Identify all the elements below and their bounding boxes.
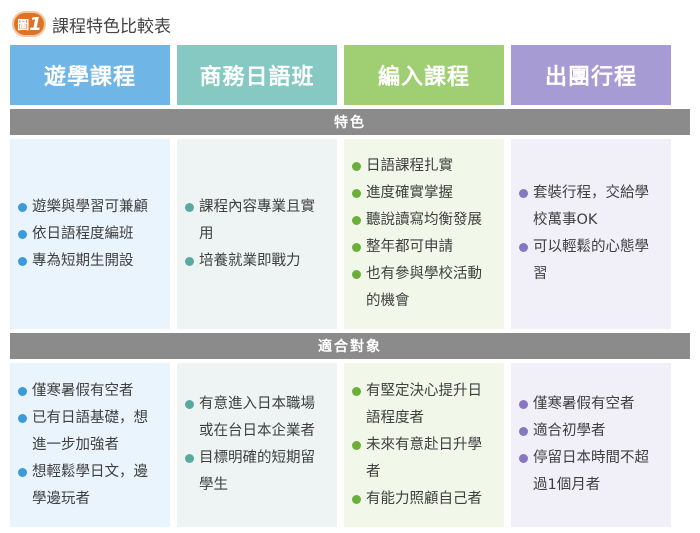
list-item: 已有日語基礎，想進一步加強者 (18, 405, 160, 459)
bullet-icon (352, 216, 361, 225)
list-item: 聽說讀寫均衡發展 (352, 207, 494, 234)
bullet-icon (18, 386, 27, 396)
bullet-icon (352, 440, 361, 450)
bullet-icon (519, 243, 528, 252)
bullet-icon (185, 202, 194, 212)
list-item: 有堅定決心提升日語程度者 (352, 378, 494, 432)
list-item: 遊樂與學習可兼顧 (18, 194, 160, 221)
bullet-icon (185, 256, 194, 266)
list-item: 培養就業即戰力 (185, 248, 327, 275)
list-item: 整年都可申請 (352, 234, 494, 261)
features-cell-business-japanese: 課程內容專業且實用 培養就業即戰力 (177, 139, 337, 329)
list-item: 僅寒暑假有空者 (519, 391, 661, 418)
list-item: 進度確實掌握 (352, 180, 494, 207)
list-item: 可以輕鬆的心態學習 (519, 234, 661, 288)
suitable-cell-group-tour: 僅寒暑假有空者 適合初學者 停留日本時間不超過1個月者 (511, 363, 671, 527)
suitable-cell-business-japanese: 有意進入日本職場或在台日本企業者 目標明確的短期留學生 (177, 363, 337, 527)
list-item: 停留日本時間不超過1個月者 (519, 445, 661, 499)
column-header-enrollment-course: 編入課程 (344, 45, 504, 105)
list-item: 有意進入日本職場或在台日本企業者 (185, 391, 327, 445)
section-band-features: 特色 (10, 109, 690, 135)
column-header-business-japanese: 商務日語班 (177, 45, 337, 105)
list-item: 僅寒暑假有空者 (18, 378, 160, 405)
comparison-table: 遊學課程 商務日語班 編入課程 出團行程 特色 遊樂與學習可兼顧 依日語程度編班… (10, 45, 690, 527)
suitable-cell-study-tour: 僅寒暑假有空者 已有日語基礎，想進一步加強者 想輕鬆學日文，邊學邊玩者 (10, 363, 170, 527)
badge-number: 1 (29, 13, 41, 35)
bullet-icon (352, 162, 361, 171)
bullet-icon (185, 400, 194, 409)
features-cell-study-tour: 遊樂與學習可兼顧 依日語程度編班 專為短期生開設 (10, 139, 170, 329)
bullet-icon (519, 189, 528, 198)
suitable-row: 僅寒暑假有空者 已有日語基礎，想進一步加強者 想輕鬆學日文，邊學邊玩者 有意進入… (10, 363, 690, 527)
bullet-icon (519, 454, 528, 463)
bullet-icon (352, 386, 361, 396)
features-cell-group-tour: 套裝行程，交給學校萬事OK 可以輕鬆的心態學習 (511, 139, 671, 329)
list-item: 也有參與學校活動的機會 (352, 261, 494, 315)
suitable-cell-enrollment-course: 有堅定決心提升日語程度者 未來有意赴日升學者 有能力照顧自己者 (344, 363, 504, 527)
bullet-icon (18, 229, 27, 239)
features-row: 遊樂與學習可兼顧 依日語程度編班 專為短期生開設 課程內容專業且實用 培養就業即… (10, 139, 690, 329)
list-item: 想輕鬆學日文，邊學邊玩者 (18, 459, 160, 513)
bullet-icon (519, 427, 528, 436)
list-item: 套裝行程，交給學校萬事OK (519, 180, 661, 234)
bullet-icon (352, 189, 361, 198)
list-item: 未來有意赴日升學者 (352, 432, 494, 486)
bullet-icon (18, 256, 27, 266)
bullet-icon (185, 454, 194, 463)
list-item: 課程內容專業且實用 (185, 194, 327, 248)
bullet-icon (18, 202, 27, 212)
header-row: 遊學課程 商務日語班 編入課程 出團行程 (10, 45, 690, 105)
bullet-icon (352, 243, 361, 252)
bullet-icon (18, 413, 27, 423)
column-header-group-tour: 出團行程 (511, 45, 671, 105)
list-item: 依日語程度編班 (18, 221, 160, 248)
bullet-icon (519, 400, 528, 409)
bullet-icon (18, 467, 27, 477)
bullet-icon (352, 270, 361, 279)
table-title: 課程特色比較表 (52, 16, 171, 37)
list-item: 目標明確的短期留學生 (185, 445, 327, 499)
features-cell-enrollment-course: 日語課程扎實 進度確實掌握 聽說讀寫均衡發展 整年都可申請 也有參與學校活動的機… (344, 139, 504, 329)
list-item: 專為短期生開設 (18, 248, 160, 275)
badge-char: 圖 (17, 17, 29, 32)
section-band-suitable: 適合對象 (10, 333, 690, 359)
list-item: 日語課程扎實 (352, 153, 494, 180)
list-item: 有能力照顧自己者 (352, 486, 494, 513)
bullet-icon (352, 494, 361, 504)
column-header-study-tour: 遊學課程 (10, 45, 170, 105)
list-item: 適合初學者 (519, 418, 661, 445)
